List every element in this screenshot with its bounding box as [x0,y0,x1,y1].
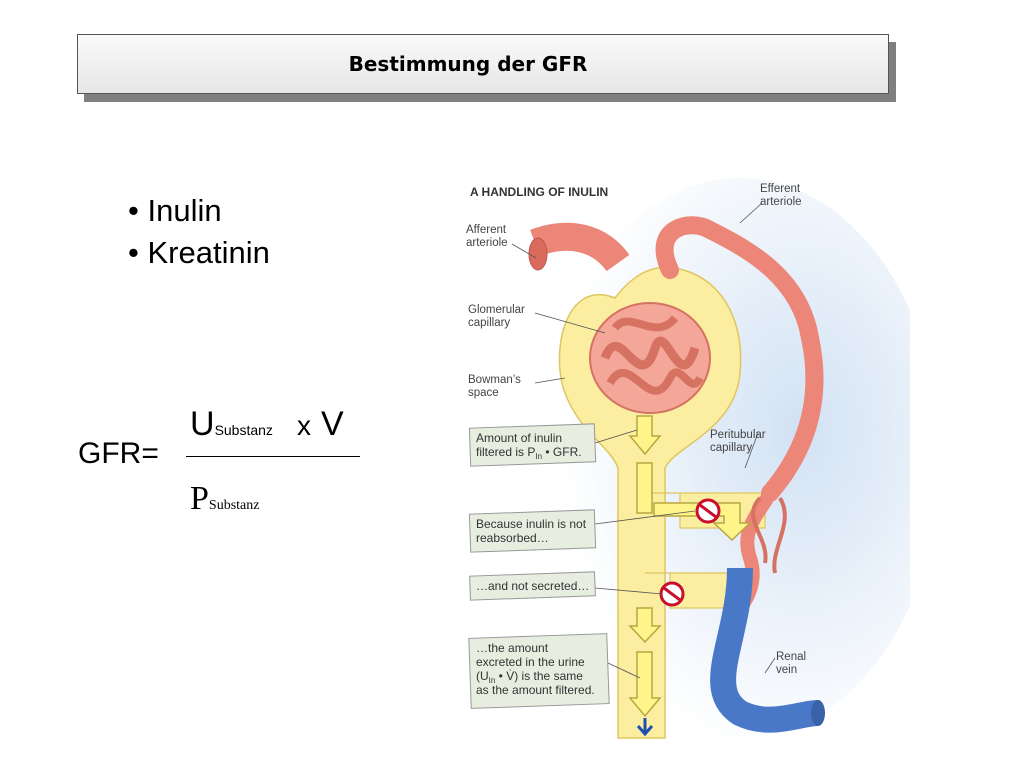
page-title: Bestimmung der GFR [348,52,588,76]
efferent-arteriole [655,216,824,502]
nephron-svg: A HANDLING OF INULIN [466,178,940,739]
formula-denominator: PSubstanz [190,480,259,518]
arrow-secretion [628,607,662,644]
arrow-reabsorption [653,502,752,542]
bullet-kreatinin: Kreatinin [147,235,270,270]
list-item: Kreatinin [128,232,270,274]
afferent-arteriole [528,222,630,272]
numerator-subscript: Substanz [214,422,273,438]
arrow-filtered [628,415,662,456]
inulin-handling-diagram: A HANDLING OF INULIN [440,168,940,743]
renal-vein-opening [811,700,825,726]
title-box: Bestimmung der GFR [77,34,889,94]
formula-lhs: GFR= [78,437,159,470]
arrow-excretion [628,651,662,718]
callout-secreted: …and not secreted… [469,571,596,601]
formula-volume: V [320,405,344,443]
renal-vein [710,567,825,733]
list-item: Inulin [128,190,270,232]
bullet-inulin: Inulin [147,193,222,228]
afferent-opening [528,237,548,271]
leader-lines [511,202,776,679]
formula-operator: x [296,410,311,441]
glomerular-capillary [589,302,711,414]
urine-arrow-icon [636,718,654,737]
fraction-line [186,456,360,457]
no-reabsorption-icon [695,498,721,524]
arrow-tubule [636,462,653,514]
flow-arrows [628,415,752,718]
distal-branch [645,572,741,609]
no-secretion-icon [659,581,685,607]
svg-text:…and not secreted…: …and not secreted… [476,579,589,593]
numerator-symbol: U [190,405,215,443]
denominator-symbol: P [190,480,209,517]
substance-list: Inulin Kreatinin [128,190,270,274]
denominator-subscript: Substanz [208,498,260,513]
diagram-heading: A HANDLING OF INULIN [470,185,608,199]
